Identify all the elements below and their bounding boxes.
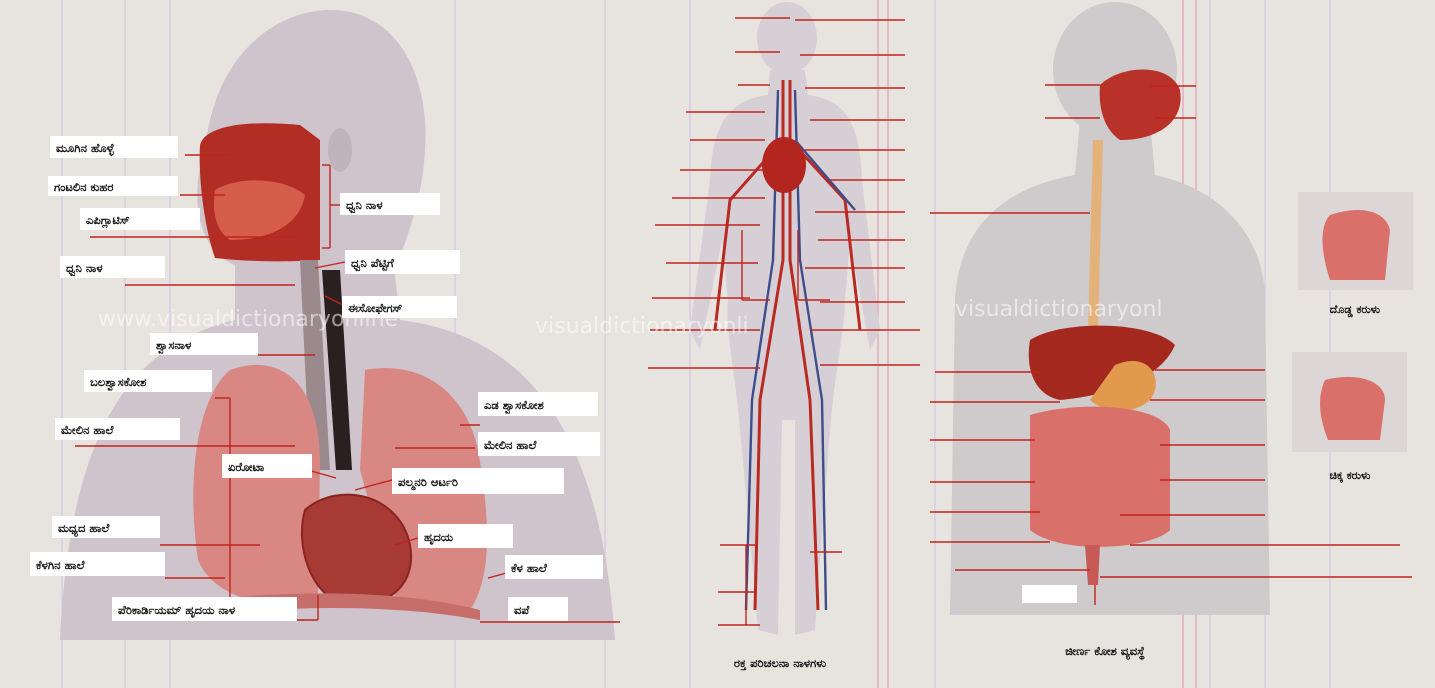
label-larynx-tube: ಧ್ವನಿ ನಾಳ bbox=[346, 198, 383, 214]
label-nostril: ಮೂಗಿನ ಹೊಳ್ಳೆ bbox=[56, 141, 114, 157]
label-larynx-box: ಧ್ವನಿ ಪೆಟ್ಟಿಗೆ bbox=[351, 256, 394, 272]
inset-bottom-caption: ಚಿಕ್ಕ ಕರುಳು bbox=[1330, 469, 1371, 483]
label-heart: ಹೃದಯ bbox=[424, 530, 454, 546]
label-respiratory-tract: ಧ್ವನಿ ನಾಳ bbox=[66, 261, 103, 277]
label-lower-lobe-right: ಕೆಳಗಿನ ಹಾಲೆ bbox=[36, 558, 85, 572]
label-pericardium: ಪೆರಿಕಾರ್ಡಿಯಮ್ ಹೃದಯ ನಾಳ bbox=[118, 603, 236, 619]
small-intestine-inset-organ bbox=[1320, 377, 1385, 440]
watermark-right: visualdictionaryonl bbox=[955, 297, 1163, 322]
intestines bbox=[1030, 407, 1170, 547]
label-epiglottis: ಎಪಿಗ್ಲಾಟಿಸ್ bbox=[86, 213, 130, 229]
blank-label-box bbox=[1022, 585, 1077, 603]
label-upper-lobe-left: ಮೇಲಿನ ಹಾಲೆ bbox=[484, 438, 537, 452]
ear bbox=[328, 128, 352, 172]
watermark-middle: visualdictionaryonli bbox=[535, 314, 749, 339]
circulatory-caption: ರಕ್ತ ಪರಿಚಲನಾ ನಾಳಗಳು bbox=[734, 656, 827, 671]
right-lung bbox=[193, 365, 320, 604]
label-esophagus: ಈಸೋಫೇಗಸ್ bbox=[348, 301, 403, 315]
large-intestine-inset-organ bbox=[1323, 210, 1391, 280]
label-aorta: ಏರೋಟಾ bbox=[228, 460, 264, 474]
label-pharynx: ಗಂಟಲಿನ ಕುಹರ bbox=[54, 180, 114, 194]
label-lower-lobe-left: ಕೆಳ ಹಾಲೆ bbox=[511, 561, 547, 575]
label-upper-lobe-right: ಮೇಲಿನ ಹಾಲೆ bbox=[61, 423, 114, 437]
label-diaphragm: ವಪೆ bbox=[514, 603, 530, 617]
heart-center bbox=[762, 137, 806, 193]
body-head bbox=[757, 2, 817, 74]
inset-top-caption: ದೊಡ್ಡ ಕರುಳು bbox=[1330, 303, 1381, 317]
